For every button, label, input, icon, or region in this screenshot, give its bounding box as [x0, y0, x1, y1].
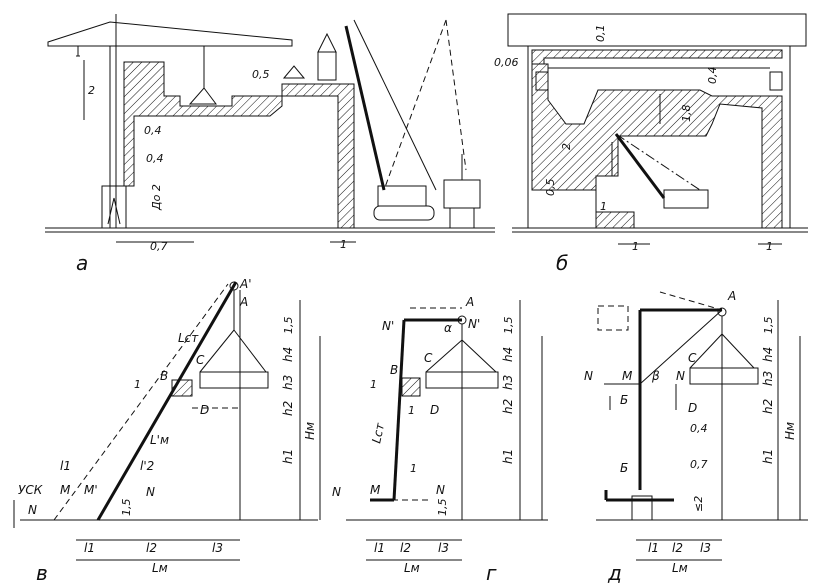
dim-b-18: 1,8 [680, 105, 693, 123]
label-g-one-c: 1 [410, 462, 417, 475]
label-g-D: D [430, 403, 439, 417]
label-d-h2: h2 [761, 399, 775, 414]
panel-g: A N' N' α C B D Lст M N N 1 1 1 1,5 1,5 … [332, 295, 548, 585]
panel-letter-d: д [607, 561, 622, 585]
dim-a-do2: До 2 [150, 184, 163, 211]
label-d-M: M [622, 369, 633, 383]
label-g-h1: h1 [501, 449, 515, 464]
dim-b-04: 0,4 [706, 67, 719, 85]
label-g-C: C [424, 351, 433, 365]
label-v-A: A [239, 295, 248, 309]
label-g-A: A [465, 295, 474, 309]
label-v-l2p: l'2 [140, 459, 154, 473]
label-g-N2: N [436, 483, 445, 497]
dim-b-1a: 1 [600, 200, 607, 213]
label-v-d15: 1,5 [120, 499, 133, 517]
label-v-Lm1: L'м [150, 433, 169, 447]
dim-a-1: 1 [340, 238, 347, 251]
label-g-N1b: N' [468, 317, 480, 331]
label-d-C: C [688, 351, 697, 365]
label-d-beta: β [651, 369, 660, 383]
label-g-l2: l2 [400, 541, 411, 555]
dim-b-2: 2 [560, 143, 573, 150]
label-d-A: A [727, 289, 736, 303]
label-d-07: 0,7 [690, 458, 708, 471]
label-d-le2: ≤2 [692, 496, 705, 512]
label-d-Hm: Hм [783, 422, 797, 440]
panel-letter-b: б [556, 251, 568, 275]
panel-b: 0,1 0,06 0,4 1,8 2 0,5 1 1 1 б [494, 13, 808, 275]
label-v-l1b: l1 [84, 541, 95, 555]
dim-b-05: 0,5 [544, 179, 557, 197]
label-d-h3: h3 [761, 371, 775, 386]
panel-letter-v: в [36, 561, 48, 585]
dim-b-01: 0,1 [594, 25, 607, 43]
dim-a-04b: 0,4 [146, 152, 164, 165]
label-d-h4: h4 [761, 347, 775, 362]
label-d-r15: 1,5 [762, 317, 775, 335]
label-v-D: D [200, 403, 209, 417]
label-v-N2: N [28, 503, 37, 517]
dim-b-1b: 1 [632, 240, 639, 253]
dim-a-07: 0,7 [150, 240, 168, 253]
label-v-M1: M' [84, 483, 98, 497]
label-v-l2: l2 [146, 541, 157, 555]
label-v-N: N [146, 485, 155, 499]
label-g-B: B [390, 363, 398, 377]
label-v-usk: УСК [18, 483, 43, 497]
label-v-r15: 1,5 [282, 317, 295, 335]
label-g-M: M [370, 483, 381, 497]
label-g-one-b: 1 [408, 404, 415, 417]
label-d-N2: N [676, 369, 685, 383]
label-v-C: C [196, 353, 205, 367]
label-g-h4: h4 [501, 347, 515, 362]
label-v-h4: h4 [281, 347, 295, 362]
label-d-l2: l2 [672, 541, 683, 555]
label-g-l1: l1 [374, 541, 385, 555]
label-g-one-a: 1 [370, 378, 377, 391]
label-g-r15: 1,5 [502, 317, 515, 335]
label-g-h3: h3 [501, 375, 515, 390]
label-d-Lm: Lм [672, 561, 688, 575]
dim-b-006: 0,06 [494, 56, 519, 69]
label-v-l3: l3 [212, 541, 223, 555]
label-v-Hm: Hм [303, 422, 317, 440]
label-g-N: N [332, 485, 341, 499]
label-v-Lst: Lст [178, 331, 199, 345]
label-v-B: B [160, 369, 168, 383]
label-v-Lm: Lм [152, 561, 168, 575]
label-v-l1: l1 [60, 459, 71, 473]
label-d-B2: Б [620, 461, 628, 475]
label-d-B1: Б [620, 393, 628, 407]
label-d-l1: l1 [648, 541, 659, 555]
dim-a-05: 0,5 [252, 68, 270, 81]
panel-letter-g: г [486, 561, 497, 585]
dim-b-1c: 1 [766, 240, 773, 253]
label-d-04: 0,4 [690, 422, 708, 435]
label-v-M: M [60, 483, 71, 497]
dim-a-04a: 0,4 [144, 124, 162, 137]
label-g-alpha: α [444, 321, 452, 335]
label-d-N: N [584, 369, 593, 383]
dim-a-2: 2 [88, 84, 95, 97]
label-v-A1: A' [239, 277, 252, 291]
label-v-h1: h1 [281, 449, 295, 464]
label-g-Lst: Lст [369, 421, 387, 445]
panel-letter-a: а [76, 251, 88, 275]
label-d-l3: l3 [700, 541, 711, 555]
panel-d: A N M β N C D Б Б 0,4 0,7 ≤2 1,5 h4 h3 h… [584, 289, 808, 585]
label-d-D: D [688, 401, 697, 415]
panel-v: A' A Lст C B D L'м l1 l'2 M M' N N УСК 1… [13, 277, 321, 585]
label-v-h2: h2 [281, 401, 295, 416]
label-g-N1: N' [382, 319, 394, 333]
label-g-Lm: Lм [404, 561, 420, 575]
label-v-h3: h3 [281, 375, 295, 390]
label-v-one: 1 [134, 378, 141, 391]
label-d-h1: h1 [761, 449, 775, 464]
label-g-l3: l3 [438, 541, 449, 555]
panel-a: 2 0,5 0,4 0,4 До 2 0,7 1 а [45, 14, 495, 275]
label-g-h2: h2 [501, 399, 515, 414]
label-g-d15: 1,5 [436, 499, 449, 517]
